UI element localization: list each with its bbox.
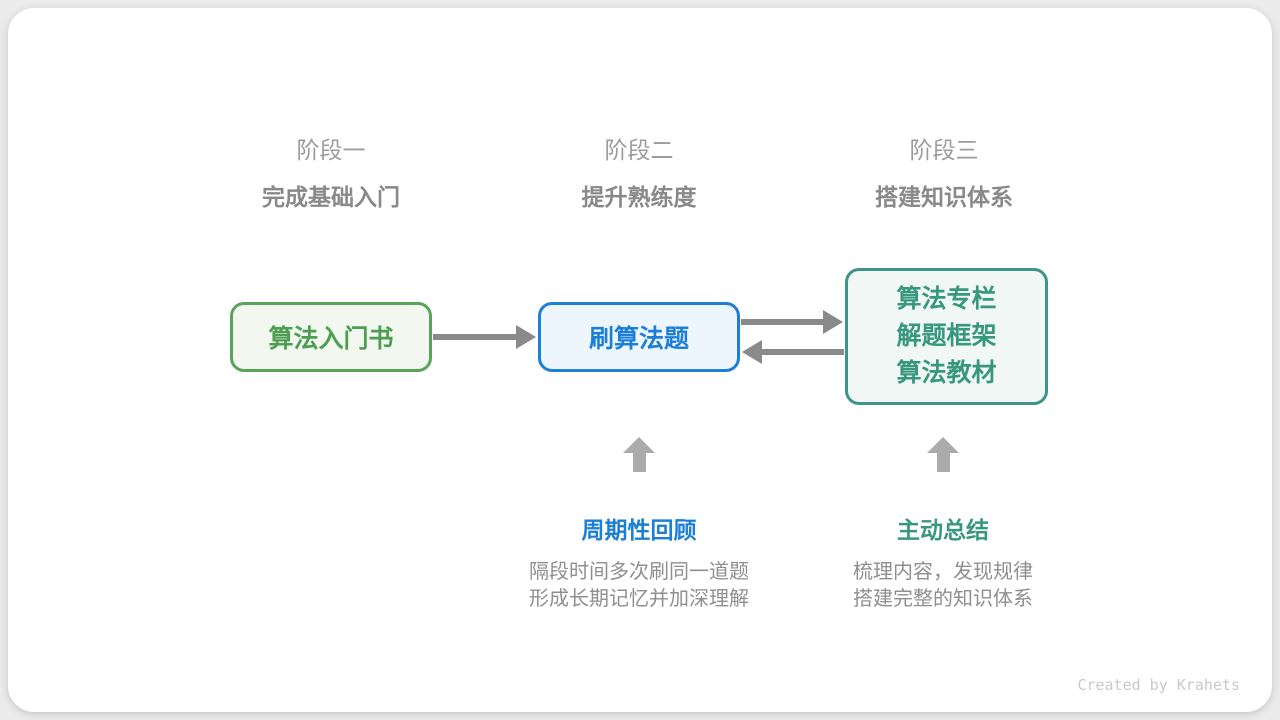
- node-resources-line3: 算法教材: [896, 359, 997, 387]
- stage3-label: 阶段三: [909, 137, 979, 163]
- review-description: 隔段时间多次刷同一道题 形成长期记忆并加深理解: [459, 559, 819, 613]
- arrow-right-icon: [823, 310, 843, 334]
- review-desc-line2: 形成长期记忆并加深理解: [529, 588, 749, 610]
- arrow-left-shaft: [760, 349, 844, 355]
- node-intro-book-label: 算法入门书: [268, 325, 394, 353]
- node-resources-line1: 算法专栏: [896, 285, 997, 313]
- node-practice: 刷算法题: [538, 302, 740, 372]
- node-practice-label: 刷算法题: [588, 325, 689, 353]
- arrow-left-icon: [742, 340, 762, 364]
- arrow-right-shaft: [433, 334, 518, 340]
- node-intro-book: 算法入门书: [230, 302, 432, 372]
- credit-text: Created by Krahets: [1077, 676, 1240, 694]
- stage1-subtitle: 完成基础入门: [262, 184, 400, 210]
- review-title: 周期性回顾: [581, 517, 697, 543]
- node-resources-line2: 解题框架: [896, 322, 997, 350]
- summary-desc-line1: 梳理内容，发现规律: [853, 561, 1033, 583]
- stage1-label: 阶段一: [296, 137, 366, 163]
- summary-title: 主动总结: [897, 517, 989, 543]
- arrow-right-icon: [516, 325, 536, 349]
- node-resources: 算法专栏 解题框架 算法教材: [845, 268, 1048, 405]
- arrow-up-shaft: [937, 452, 950, 472]
- arrow-up-icon: [927, 437, 959, 453]
- stage3-subtitle: 搭建知识体系: [875, 184, 1013, 210]
- review-desc-line1: 隔段时间多次刷同一道题: [529, 561, 749, 583]
- arrow-up-shaft: [633, 452, 646, 472]
- arrow-right-shaft: [741, 319, 825, 325]
- arrow-up-icon: [623, 437, 655, 453]
- stage2-subtitle: 提升熟练度: [581, 184, 697, 210]
- stage2-label: 阶段二: [604, 137, 674, 163]
- summary-description: 梳理内容，发现规律 搭建完整的知识体系: [763, 559, 1123, 613]
- summary-desc-line2: 搭建完整的知识体系: [853, 588, 1033, 610]
